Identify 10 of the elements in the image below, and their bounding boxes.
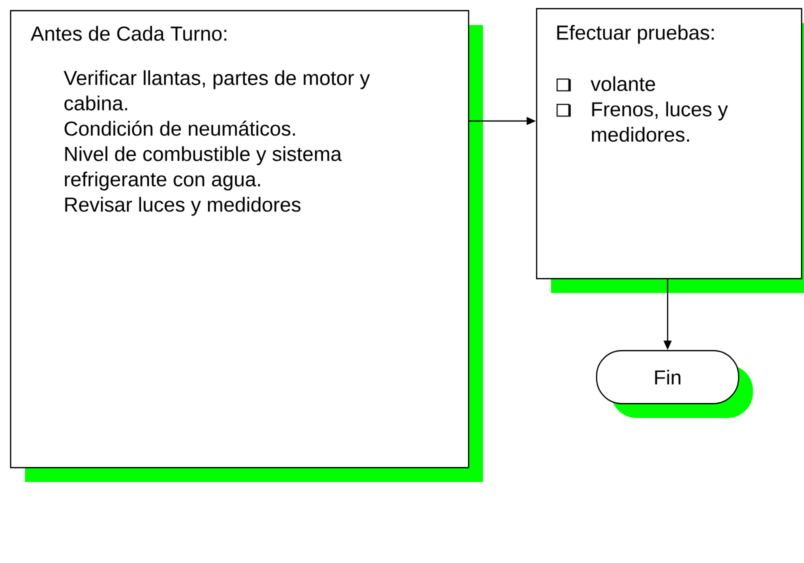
check-item: Frenos, luces y medidores.	[592, 102, 728, 142]
step-text: Revisar luces y medidores	[65, 196, 300, 216]
step-text: Verificar llantas, partes de motor y cabina.	[64, 70, 370, 110]
step-text: Nivel de combustible y sistema refrigerante con agua.	[64, 146, 342, 190]
heading: Antes de Cada Turno:	[30, 26, 226, 41]
process-box	[536, 8, 802, 280]
process-box	[10, 10, 470, 468]
step-text: Condición de neumáticos.	[64, 120, 295, 136]
heading: Efectuar pruebas:	[557, 24, 714, 44]
check-item: volante	[590, 76, 656, 92]
